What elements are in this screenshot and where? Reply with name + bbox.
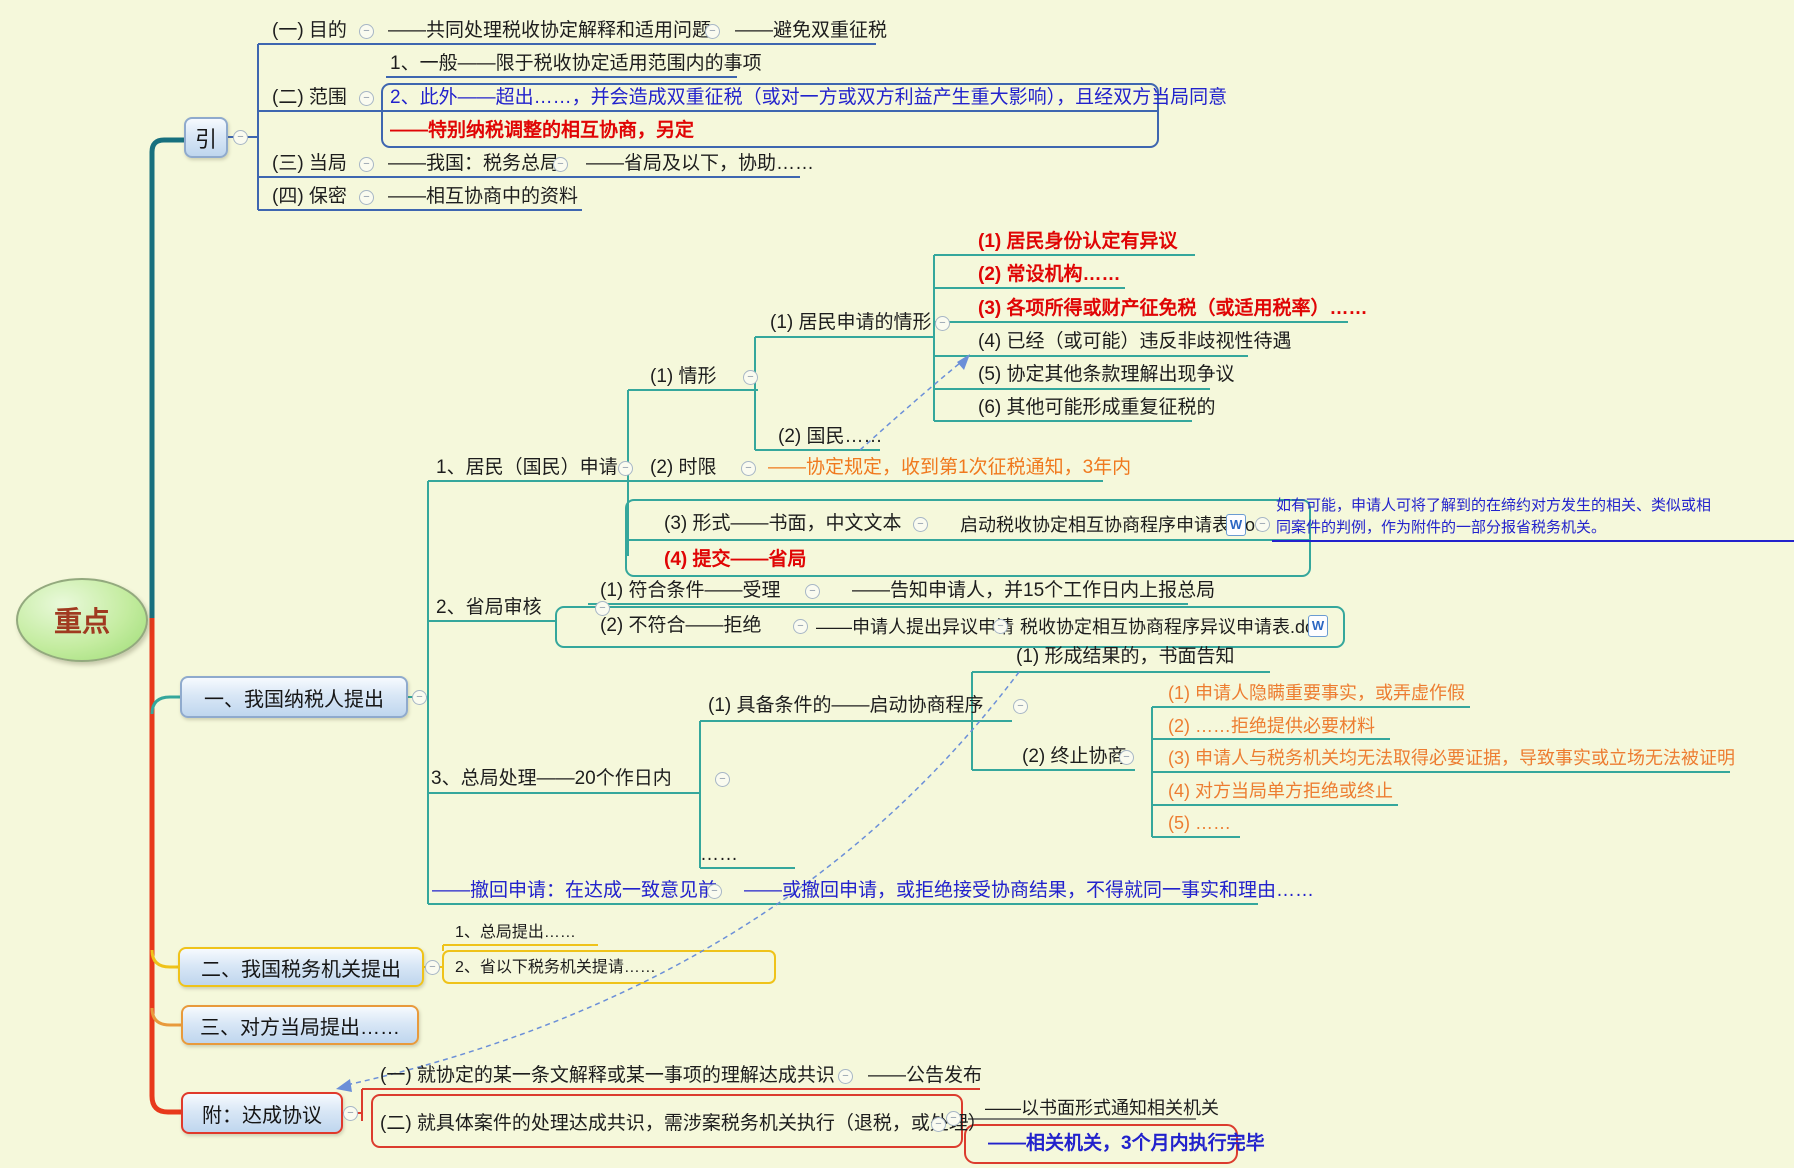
node-withdraw-text[interactable]: ——或撤回申请，或拒绝接受协商结果，不得就同一事实和理由…… bbox=[744, 880, 1315, 901]
collapse-icon[interactable]: − bbox=[1119, 750, 1134, 765]
node-situation[interactable]: (1) 情形 bbox=[650, 366, 717, 387]
collapse-icon[interactable]: − bbox=[359, 190, 374, 205]
node-subprovincial-request[interactable]: 2、省以下税务机关提请…… bbox=[455, 959, 656, 976]
collapse-icon[interactable]: − bbox=[935, 316, 950, 331]
node-authority[interactable]: (三) 当局 bbox=[272, 153, 347, 174]
collapse-icon[interactable]: − bbox=[359, 24, 374, 39]
list-item[interactable]: (4) 对方当局单方拒绝或终止 bbox=[1168, 781, 1393, 801]
node-sat-handle[interactable]: 3、总局处理——20个作日内 bbox=[431, 768, 672, 789]
collapse-icon[interactable]: − bbox=[931, 1117, 946, 1132]
node-scope[interactable]: (二) 范围 bbox=[272, 87, 347, 108]
list-item[interactable]: (2) ……拒绝提供必要材料 bbox=[1168, 716, 1375, 736]
list-item[interactable]: (5) 协定其他条款理解出现争议 bbox=[978, 364, 1235, 385]
node-taxpayer[interactable]: 一、我国纳税人提出 bbox=[180, 676, 408, 718]
node-purpose-text[interactable]: ——共同处理税收协定解释和适用问题 bbox=[388, 20, 712, 41]
list-item[interactable]: (6) 其他可能形成重复征税的 bbox=[978, 397, 1216, 418]
root-node[interactable]: 重点 bbox=[16, 578, 148, 662]
node-handle-result[interactable]: (1) 形成结果的，书面告知 bbox=[1016, 646, 1235, 667]
node-review-accept-text[interactable]: ——告知申请人，并15个工作日内上报总局 bbox=[852, 580, 1216, 601]
collapse-icon[interactable]: − bbox=[343, 1106, 358, 1121]
node-interpret-result[interactable]: ——公告发布 bbox=[868, 1065, 983, 1086]
collapse-icon[interactable]: − bbox=[805, 584, 820, 599]
note-text-line1: 如有可能，申请人可将了解到的在缔约对方发生的相关、类似或相 bbox=[1276, 497, 1712, 514]
node-secrecy[interactable]: (四) 保密 bbox=[272, 186, 347, 207]
node-intro[interactable]: 引 bbox=[184, 117, 228, 158]
node-review-accept[interactable]: (1) 符合条件——受理 bbox=[600, 580, 781, 601]
node-agreement[interactable]: 附：达成协议 bbox=[181, 1092, 343, 1134]
word-doc-icon[interactable]: W bbox=[1308, 615, 1328, 637]
node-secrecy-text[interactable]: ——相互协商中的资料 bbox=[388, 186, 579, 207]
list-item[interactable]: (2) 常设机构…… bbox=[978, 264, 1121, 285]
collapse-icon[interactable]: − bbox=[359, 157, 374, 172]
collapse-icon[interactable]: − bbox=[793, 619, 808, 634]
collapse-icon[interactable]: − bbox=[553, 157, 568, 172]
node-authority-text[interactable]: ——我国：税务总局 bbox=[388, 153, 560, 174]
node-form-doc[interactable]: 启动税收协定相互协商程序申请表.doc bbox=[960, 515, 1265, 535]
collapse-icon[interactable]: − bbox=[707, 884, 722, 899]
node-provincial-review[interactable]: 2、省局审核 bbox=[436, 597, 542, 618]
collapse-icon[interactable]: − bbox=[359, 91, 374, 106]
node-resident-apply[interactable]: 1、居民（国民）申请 bbox=[436, 457, 618, 478]
collapse-icon[interactable]: − bbox=[946, 1111, 961, 1126]
collapse-icon[interactable]: − bbox=[913, 517, 928, 532]
collapse-icon[interactable]: − bbox=[412, 690, 427, 705]
node-tax-authority[interactable]: 二、我国税务机关提出 bbox=[178, 947, 424, 987]
list-item[interactable]: (1) 申请人隐瞒重要事实，或弄虚作假 bbox=[1168, 683, 1465, 703]
node-scope-general[interactable]: 1、一般——限于税收协定适用范围内的事项 bbox=[390, 53, 762, 74]
collapse-icon[interactable]: − bbox=[233, 130, 248, 145]
node-execute[interactable]: ——相关机关，3个月内执行完毕 bbox=[988, 1133, 1265, 1154]
collapse-icon[interactable]: − bbox=[838, 1069, 853, 1084]
collapse-icon[interactable]: − bbox=[595, 601, 610, 616]
node-sat-initiate[interactable]: 1、总局提出…… bbox=[455, 924, 576, 941]
node-review-reject[interactable]: (2) 不符合——拒绝 bbox=[600, 615, 762, 636]
list-item[interactable]: (1) 居民身份认定有异议 bbox=[978, 231, 1178, 252]
node-interpret-consensus[interactable]: (一) 就协定的某一条文解释或某一事项的理解达成共识 bbox=[380, 1065, 835, 1086]
node-handle-start[interactable]: (1) 具备条件的——启动协商程序 bbox=[708, 695, 984, 716]
node-purpose-result[interactable]: ——避免双重征税 bbox=[735, 20, 888, 41]
node-withdraw[interactable]: ——撤回申请：在达成一致意见前 bbox=[432, 880, 718, 901]
note-text-line2: 同案件的判例，作为附件的一部分报省税务机关。 bbox=[1276, 519, 1607, 536]
collapse-icon[interactable]: − bbox=[1255, 517, 1270, 532]
node-purpose[interactable]: (一) 目的 bbox=[272, 20, 347, 41]
node-resident-cases[interactable]: (1) 居民申请的情形 bbox=[770, 312, 932, 333]
collapse-icon[interactable]: − bbox=[715, 772, 730, 787]
word-doc-icon[interactable]: W bbox=[1226, 514, 1246, 536]
node-handle-terminate[interactable]: (2) 终止协商 bbox=[1022, 746, 1127, 767]
collapse-icon[interactable]: − bbox=[705, 24, 720, 39]
node-authority-assist[interactable]: ——省局及以下，协助…… bbox=[586, 153, 815, 174]
list-item[interactable]: (3) 各项所得或财产征免税（或适用税率）…… bbox=[978, 298, 1368, 319]
collapse-icon[interactable]: − bbox=[993, 619, 1008, 634]
collapse-icon[interactable]: − bbox=[425, 960, 440, 975]
node-review-reject-text[interactable]: ——申请人提出异议申请 bbox=[816, 617, 1014, 637]
node-notify[interactable]: ——以书面形式通知相关机关 bbox=[985, 1098, 1219, 1118]
node-ellipsis[interactable]: …… bbox=[700, 844, 738, 865]
node-submit[interactable]: (4) 提交——省局 bbox=[664, 549, 807, 570]
node-review-reject-doc[interactable]: 税收协定相互协商程序异议申请表.doc bbox=[1020, 617, 1325, 637]
node-deadline[interactable]: (2) 时限 bbox=[650, 457, 717, 478]
list-item[interactable]: (3) 申请人与税务机关均无法取得必要证据，导致事实或立场无法被证明 bbox=[1168, 748, 1735, 768]
node-national[interactable]: (2) 国民…… bbox=[778, 426, 883, 447]
list-item[interactable]: (4) 已经（或可能）违反非歧视性待遇 bbox=[978, 331, 1292, 352]
node-form[interactable]: (3) 形式——书面，中文文本 bbox=[664, 513, 902, 534]
collapse-icon[interactable]: − bbox=[743, 370, 758, 385]
node-case-consensus[interactable]: (二) 就具体案件的处理达成共识，需涉案税务机关执行（退税，或处理） bbox=[380, 1113, 987, 1134]
collapse-icon[interactable]: − bbox=[1013, 699, 1028, 714]
list-item[interactable]: (5) …… bbox=[1168, 813, 1231, 833]
collapse-icon[interactable]: − bbox=[741, 461, 756, 476]
node-scope-beyond[interactable]: 2、此外——超出……，并会造成双重征税（或对一方或双方利益产生重大影响），且经双… bbox=[390, 87, 1228, 108]
node-scope-special[interactable]: ——特别纳税调整的相互协商，另定 bbox=[390, 120, 695, 141]
collapse-icon[interactable]: − bbox=[618, 461, 633, 476]
node-counterpart[interactable]: 三、对方当局提出…… bbox=[181, 1005, 419, 1045]
node-deadline-text[interactable]: ——协定规定，收到第1次征税通知，3年内 bbox=[768, 457, 1132, 478]
